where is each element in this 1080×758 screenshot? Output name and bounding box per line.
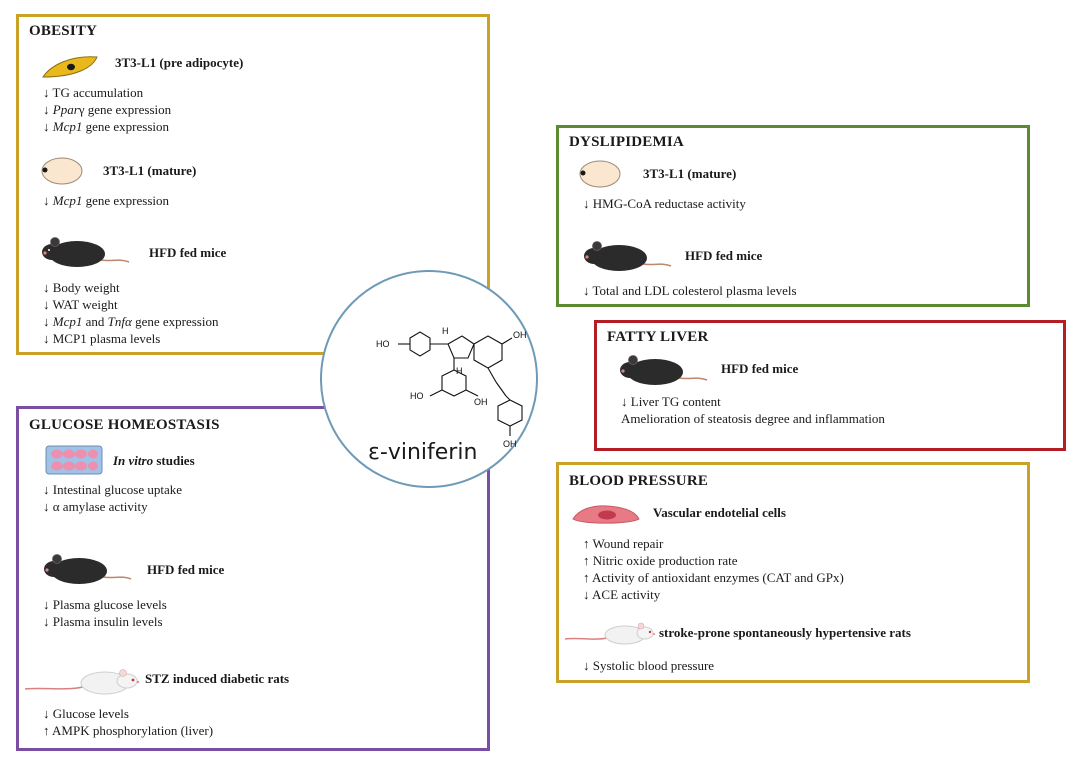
- effect-item: ↓ Pparγ gene expression: [43, 102, 172, 117]
- dyslipidemia-model-hfd-mice: HFD fed mice: [685, 248, 763, 263]
- dyslipidemia-effects-1: ↓ HMG-CoA reductase activity: [583, 195, 746, 212]
- effect-item: ↓ Body weight: [43, 280, 120, 295]
- molecule-label: H: [442, 326, 449, 336]
- effect-item: Amelioration of steatosis degree and inf…: [621, 411, 885, 426]
- effect-item: ↑ Activity of antioxidant enzymes (CAT a…: [583, 570, 844, 585]
- glucose-effects-3: ↓ Glucose levels ↑ AMPK phosphorylation …: [43, 705, 213, 739]
- obesity-model-preadipocyte: 3T3-L1 (pre adipocyte): [115, 55, 244, 70]
- glucose-model-stz-rats: STZ induced diabetic rats: [145, 671, 290, 686]
- well-plate-icon: [45, 445, 103, 475]
- fatty-liver-title: FATTY LIVER: [607, 329, 709, 345]
- obesity-effects-3: ↓ Body weight ↓ WAT weight ↓ Mcp1 and Tn…: [43, 279, 218, 347]
- effect-item: ↓ ACE activity: [583, 587, 661, 602]
- blood-pressure-panel: BLOOD PRESSURE Vascular endotelial cells…: [556, 462, 1030, 683]
- adipocyte-icon: [42, 56, 98, 78]
- effect-item: ↓ Mcp1 and Tnfα gene expression: [43, 314, 219, 329]
- effect-item: ↑ AMPK phosphorylation (liver): [43, 723, 214, 738]
- obesity-panel: OBESITY 3T3-L1 (pre adipocyte) ↓ TG accu…: [16, 14, 490, 355]
- effect-item: ↓ Liver TG content: [621, 394, 721, 409]
- molecule-label: H: [456, 366, 463, 376]
- effect-item: ↓ Intestinal glucose uptake: [43, 482, 182, 497]
- glucose-effects-2: ↓ Plasma glucose levels ↓ Plasma insulin…: [43, 596, 167, 630]
- fatty-liver-model-hfd-mice: HFD fed mice: [721, 361, 799, 376]
- blood-pressure-title: BLOOD PRESSURE: [569, 473, 709, 489]
- blood-pressure-effects-1: ↑ Wound repair ↑ Nitric oxide production…: [583, 535, 844, 603]
- effect-item: ↓ TG accumulation: [43, 85, 144, 100]
- effect-item: ↓ Glucose levels: [43, 706, 129, 721]
- rat-icon: [24, 669, 140, 695]
- mature-adipocyte-icon: [41, 157, 83, 185]
- obesity-model-mature: 3T3-L1 (mature): [103, 163, 197, 178]
- mouse-icon: [42, 237, 130, 267]
- blood-pressure-model-rats: stroke-prone spontaneously hypertensive …: [659, 625, 911, 640]
- glucose-effects-1: ↓ Intestinal glucose uptake ↓ α amylase …: [43, 481, 182, 515]
- fatty-liver-effects: ↓ Liver TG content Amelioration of steat…: [621, 393, 885, 427]
- molecule-label: OH: [474, 397, 488, 407]
- effect-item: ↑ Nitric oxide production rate: [583, 553, 738, 568]
- obesity-title: OBESITY: [29, 23, 98, 39]
- effect-item: ↓ Mcp1 gene expression: [43, 193, 169, 208]
- blood-pressure-effects-2: ↓ Systolic blood pressure: [583, 657, 714, 674]
- compound-circle: [320, 270, 538, 488]
- compound-name: ε-viniferin: [368, 440, 478, 465]
- dyslipidemia-model-mature: 3T3-L1 (mature): [643, 166, 737, 181]
- endothelial-cell-icon: [572, 505, 640, 524]
- obesity-effects-1: ↓ TG accumulation ↓ Pparγ gene expressio…: [43, 84, 171, 135]
- effect-item: ↓ Systolic blood pressure: [583, 658, 715, 673]
- obesity-model-hfd-mice: HFD fed mice: [149, 245, 227, 260]
- effect-item: ↑ Wound repair: [583, 536, 664, 551]
- mouse-icon: [44, 554, 132, 584]
- fatty-liver-panel: FATTY LIVER HFD fed mice ↓ Liver TG cont…: [594, 320, 1066, 451]
- molecule-label: OH: [513, 330, 527, 340]
- blood-pressure-model-endothelial: Vascular endotelial cells: [653, 505, 786, 520]
- mouse-icon: [620, 355, 708, 385]
- effect-item: ↓ α amylase activity: [43, 499, 148, 514]
- dyslipidemia-effects-2: ↓ Total and LDL colesterol plasma levels: [583, 282, 797, 299]
- glucose-model-in-vitro: In vitro studies: [113, 453, 195, 469]
- rat-icon: [564, 622, 655, 645]
- mouse-icon: [584, 241, 672, 271]
- mature-adipocyte-icon: [579, 160, 621, 188]
- effect-item: ↓ Plasma insulin levels: [43, 614, 163, 629]
- effect-item: ↓ Total and LDL colesterol plasma levels: [583, 283, 797, 298]
- in-vitro-label: In vitro: [113, 453, 154, 468]
- studies-label: studies: [153, 453, 195, 468]
- effect-item: ↓ Mcp1 gene expression: [43, 119, 169, 134]
- dyslipidemia-title: DYSLIPIDEMIA: [569, 134, 684, 150]
- effect-item: ↓ MCP1 plasma levels: [43, 331, 161, 346]
- obesity-effects-2: ↓ Mcp1 gene expression: [43, 192, 169, 209]
- effect-item: ↓ HMG-CoA reductase activity: [583, 196, 746, 211]
- molecule-label: HO: [376, 339, 390, 349]
- molecule-label: HO: [410, 391, 424, 401]
- dyslipidemia-panel: DYSLIPIDEMIA 3T3-L1 (mature) ↓ HMG-CoA r…: [556, 125, 1030, 307]
- molecule-label: OH: [503, 439, 517, 449]
- effect-item: ↓ WAT weight: [43, 297, 118, 312]
- glucose-model-hfd-mice: HFD fed mice: [147, 562, 225, 577]
- glucose-title: GLUCOSE HOMEOSTASIS: [29, 417, 220, 433]
- effect-item: ↓ Plasma glucose levels: [43, 597, 167, 612]
- molecule-structure-icon: HO OH HO OH OH H H: [376, 326, 527, 449]
